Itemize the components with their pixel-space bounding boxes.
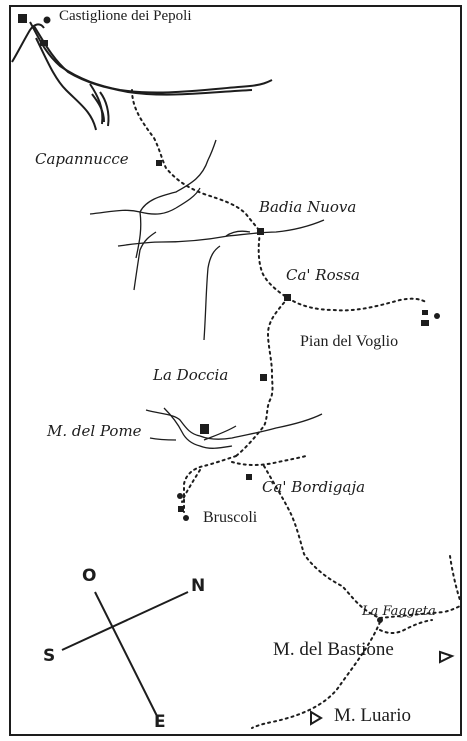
stream-network-south	[145, 407, 323, 449]
compass-east-label: E	[154, 712, 166, 732]
river-top-branches	[91, 91, 110, 127]
label-m-luario: M. Luario	[334, 705, 412, 726]
label-pian-del-voglio: Pian del Voglio	[300, 333, 399, 350]
label-m-del-bastione: M. del Bastione	[273, 639, 394, 660]
compass-north-label: N	[191, 576, 206, 596]
compass-south-label: S	[43, 646, 56, 666]
river-top	[11, 21, 273, 131]
label-castiglione-dei-pepoli: Castiglione dei Pepoli	[59, 8, 192, 24]
settlement-markers	[18, 14, 455, 726]
label-bruscoli: Bruscoli	[203, 509, 258, 526]
compass-west-label: O	[82, 566, 97, 586]
label-la-faggeta: La Faggeta	[362, 604, 436, 619]
label-badia-nuova: Badia Nuova	[259, 198, 357, 216]
dotted-trails	[131, 89, 461, 729]
compass-rose	[61, 591, 189, 717]
label-m-del-pome: M. del Pome	[47, 422, 142, 440]
map-frame	[9, 5, 462, 736]
stream-network-north	[89, 139, 325, 341]
label-capannucce: Capannucce	[35, 150, 129, 168]
label-ca-rossa: Ca' Rossa	[286, 266, 360, 284]
label-la-doccia: La Doccia	[153, 366, 229, 384]
label-ca-bordigaja: Ca' Bordigaja	[262, 478, 366, 496]
